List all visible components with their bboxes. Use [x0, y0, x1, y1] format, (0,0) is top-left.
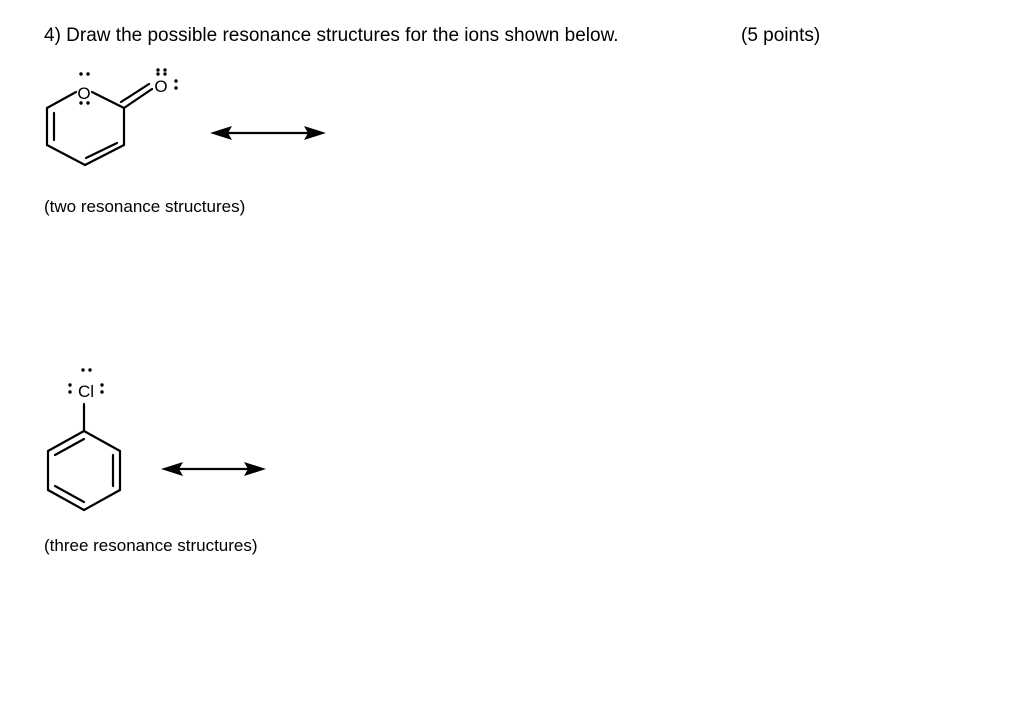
- bond-c6-c1: [46, 429, 86, 453]
- ring-oxygen-label: O: [77, 84, 90, 103]
- part-2-label: (three resonance structures): [44, 536, 258, 555]
- question-title: 4) Draw the possible resonance structure…: [44, 25, 619, 46]
- bond-c3-c4: [83, 143, 126, 167]
- chlorobenzene-ring: [46, 402, 122, 512]
- part-1-label: (two resonance structures): [44, 197, 246, 216]
- resonance-arrow-2: [161, 462, 266, 476]
- pyranone-ring: [45, 82, 154, 167]
- bond-c2-o-exo-double: [119, 82, 151, 104]
- ring-oxygen-lone-pairs: [79, 72, 90, 105]
- chlorine-lone-pairs: [68, 368, 104, 394]
- bond-o1-c2: [90, 90, 126, 110]
- points-value: (5 points): [741, 25, 821, 46]
- bond-c4-c5: [45, 143, 87, 167]
- bond-c4-c5-inner: [53, 484, 86, 504]
- resonance-arrow-1: [210, 126, 326, 140]
- bond-c4-c5: [46, 488, 86, 512]
- bond-c3-c4: [82, 488, 122, 512]
- bond-c3-c4-inner: [84, 141, 119, 160]
- chlorine-label: Cl: [78, 382, 94, 401]
- carbonyl-oxygen-lone-pairs: [156, 68, 178, 90]
- bond-c2-o-exo: [122, 87, 154, 110]
- carbonyl-oxygen-label: O: [154, 77, 167, 96]
- bond-c6-c1-inner: [53, 437, 86, 457]
- bond-c1-c2: [82, 429, 122, 453]
- bond-c6-o1: [45, 90, 78, 110]
